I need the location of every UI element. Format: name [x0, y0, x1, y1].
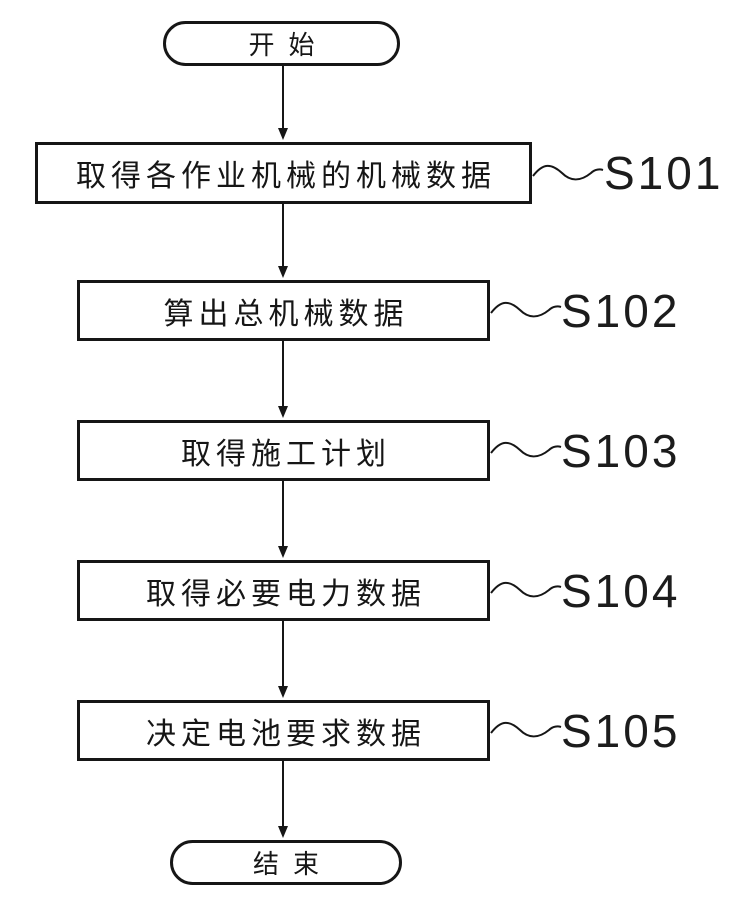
process-label: 取得必要电力数据	[146, 576, 426, 612]
flow-arrow	[278, 66, 288, 140]
flow-arrow	[278, 341, 288, 418]
step-id-s104: S104	[561, 565, 681, 617]
start-label: 开始	[248, 31, 329, 61]
step-id-s103: S103	[561, 425, 681, 477]
flow-arrow	[278, 761, 288, 838]
process-box-s104: 取得必要电力数据	[77, 560, 490, 621]
process-box-s103: 取得施工计划	[77, 420, 490, 481]
flow-arrow	[278, 621, 288, 698]
connector-squiggle	[490, 581, 562, 598]
process-label: 取得施工计划	[181, 436, 391, 472]
connector-squiggle	[490, 301, 562, 318]
process-label: 算出总机械数据	[163, 296, 409, 332]
process-label: 取得各作业机械的机械数据	[76, 159, 496, 194]
step-id-s101: S101	[604, 147, 724, 199]
connector-squiggle	[532, 164, 604, 181]
end-label: 结束	[252, 850, 333, 880]
process-label: 决定电池要求数据	[146, 716, 426, 752]
step-id-s105: S105	[561, 705, 681, 757]
step-id-s102: S102	[561, 285, 681, 337]
process-box-s105: 决定电池要求数据	[77, 700, 490, 761]
process-box-s102: 算出总机械数据	[77, 280, 490, 341]
start-terminator: 开始	[163, 21, 400, 66]
flow-arrow	[278, 481, 288, 558]
connector-squiggle	[490, 441, 562, 458]
connector-squiggle	[490, 721, 562, 738]
process-box-s101: 取得各作业机械的机械数据	[35, 142, 532, 204]
end-terminator: 结束	[170, 840, 402, 885]
flow-arrow	[278, 204, 288, 278]
